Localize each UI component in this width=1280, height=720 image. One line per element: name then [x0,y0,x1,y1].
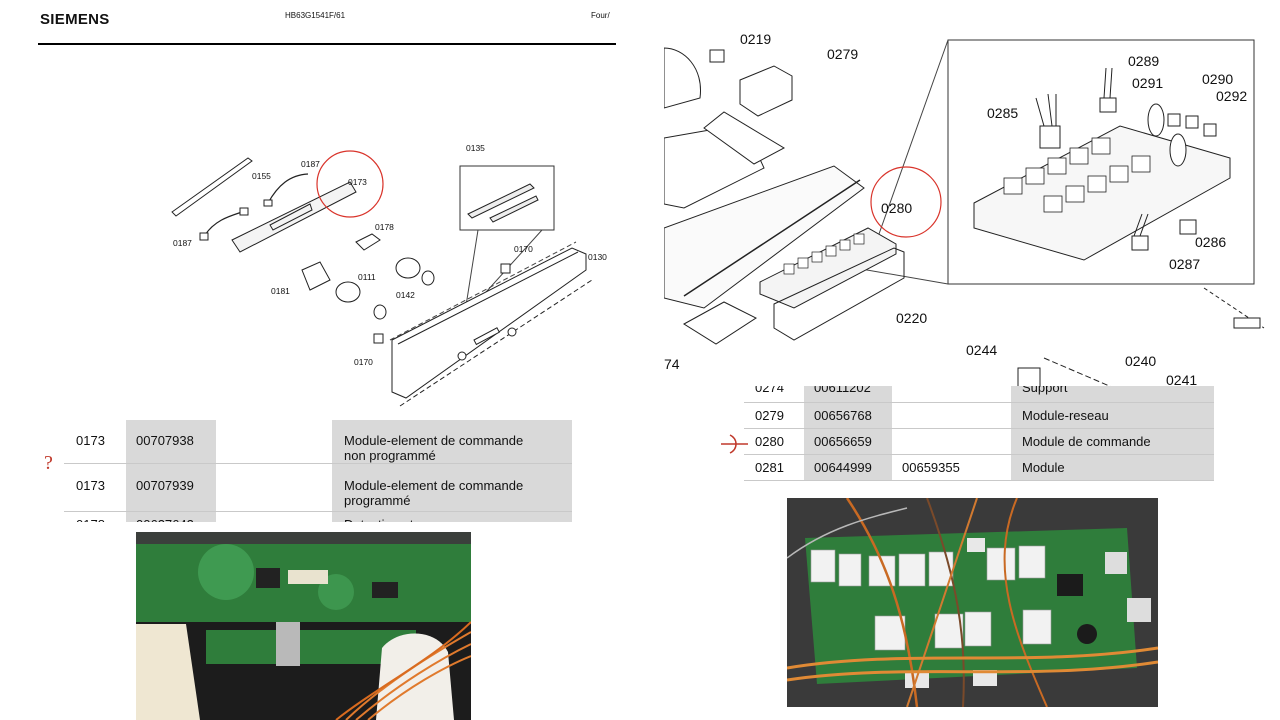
right-diagram-drawing [664,39,1265,388]
diagram-label: 0111 [358,272,376,282]
diagram-label: 0292 [1216,88,1248,104]
diagram-label: 0285 [987,105,1019,121]
diagram-label: 0155 [252,171,271,181]
position-cell: 0281 [744,454,804,481]
diagram-label: 0135 [466,143,485,153]
diagram-label: 0291 [1132,75,1164,91]
diagram-label: 0181 [271,286,290,296]
diagram-label-highlight: 0280 [881,200,913,216]
arrow-marker-annotation [721,434,748,454]
right-parts-table-clip: 0274 00611202 Support 0279 00656768 Modu… [744,386,1214,486]
right-pcb-photo-drawing [787,498,1158,707]
right-exploded-diagram: 0219 0279 0289 0291 0290 0292 0285 0280 … [664,28,1270,388]
diagram-label: 0241 [1166,372,1198,388]
table-row: 0173 00707938 Module-element de commande… [64,420,572,464]
position-cell: 0279 [744,402,804,429]
left-parts-table-clip: 0173 00707938 Module-element de commande… [64,420,572,522]
diagram-label: 0220 [896,310,928,326]
right-pcb-photo [787,498,1158,707]
description-line: programmé [344,493,411,508]
diagram-label: 0219 [740,31,772,47]
diagram-label: 0290 [1202,71,1234,87]
description-cell: Module [1011,454,1214,481]
diagram-label: 0130 [588,252,607,262]
left-diagram-drawing [171,150,593,407]
diagram-label: 0187 [301,159,320,169]
description-cell: Support [1011,386,1214,403]
position-cell: 0274 [744,386,804,403]
reference-cell: 00656768 [804,402,892,429]
alternate-reference-cell [216,463,332,512]
diagram-label: 0289 [1128,53,1160,69]
diagram-label: 0187 [173,238,192,248]
left-pcb-photo [136,532,471,720]
position-cell: 0173 [64,463,126,512]
alternate-reference-cell [216,420,332,464]
left-parts-table: 0173 00707938 Module-element de commande… [64,420,572,522]
brand-logo-text: SIEMENS [40,11,110,28]
alternate-reference-cell [892,428,1011,455]
description-line: Module-element de commande [344,478,524,493]
reference-cell: 00611202 [804,386,892,403]
reference-cell: 00627642 [126,511,216,522]
description-cell: Module-reseau [1011,402,1214,429]
position-cell: 0178 [64,511,126,522]
alternate-reference-cell [216,511,332,522]
diagram-label: 0170 [514,244,533,254]
model-number: HB63G1541F/61 [285,11,346,20]
reference-cell: 00644999 [804,454,892,481]
alternate-reference-cell: 00659355 [892,454,1011,481]
table-row: 0281 00644999 00659355 Module [744,454,1214,481]
diagram-label: 0178 [375,222,394,232]
right-parts-table: 0274 00611202 Support 0279 00656768 Modu… [744,386,1214,481]
reference-cell: 00707939 [126,463,216,512]
diagram-label: 0286 [1195,234,1227,250]
table-row: 0178 00627642 Detection et [64,511,572,522]
diagram-label: 0279 [827,46,859,62]
description-cell: Detection et [332,511,572,522]
header-divider [38,43,616,45]
alternate-reference-cell [892,386,1011,403]
diagram-label: 0240 [1125,353,1157,369]
table-row: 0279 00656768 Module-reseau [744,402,1214,429]
table-row: 0280 00656659 Module de commande [744,428,1214,455]
description-line: Module-element de commande [344,433,524,448]
left-pcb-photo-drawing [136,532,471,720]
description-cell: Module de commande [1011,428,1214,455]
alternate-reference-cell [892,402,1011,429]
diagram-label: 0170 [354,357,373,367]
diagram-label: 74 [664,356,680,372]
reference-cell: 00707938 [126,420,216,464]
table-row: 0274 00611202 Support [744,386,1214,403]
position-cell: 0280 [744,428,804,455]
question-mark-annotation: ? [44,452,53,474]
diagram-label: 0244 [966,342,998,358]
diagram-label: 0287 [1169,256,1201,272]
category-label: Four/ [591,11,610,20]
diagram-label-highlight: 0173 [348,177,367,187]
table-row: 0173 00707939 Module-element de commande… [64,463,572,512]
left-exploded-diagram: 0155 0187 0173 0187 0135 0178 0170 0130 … [160,130,620,420]
description-line: non programmé [344,448,436,463]
position-cell: 0173 [64,420,126,464]
diagram-label: 0142 [396,290,415,300]
reference-cell: 00656659 [804,428,892,455]
